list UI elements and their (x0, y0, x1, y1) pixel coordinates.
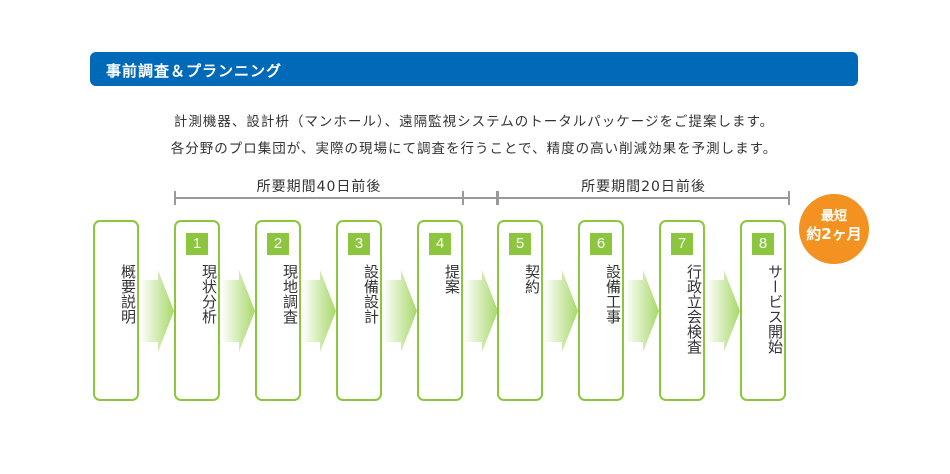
step-label: 契約 (523, 264, 541, 294)
step-label: 提案 (443, 264, 461, 294)
arrow-icon (625, 270, 659, 352)
badge-line-1: 最短 (820, 209, 847, 224)
step-number: 2 (267, 233, 289, 255)
arrow-icon (544, 270, 578, 352)
period-connector (462, 191, 498, 205)
step-label: 現地調査 (281, 264, 299, 324)
period-bracket-1 (174, 191, 464, 205)
step-box: 概要説明 (93, 220, 139, 401)
description-line-1: 計測機器、設計枡（マンホール）、遠隔監視システムのトータルパッケージをご提案しま… (173, 114, 775, 130)
step-box: 3 設備設計 (336, 220, 382, 401)
badge-line-2: 約2ヶ月 (806, 225, 862, 243)
step-label: サービス開始 (766, 264, 784, 354)
step-box: 4 提案 (417, 220, 463, 401)
period-label-1: 所要期間40日前後 (256, 179, 382, 195)
step-box: 5 契約 (497, 220, 543, 401)
step-number: 6 (590, 233, 612, 255)
step-number: 7 (671, 233, 693, 255)
step-number: 4 (429, 233, 451, 255)
step-number: 5 (509, 233, 531, 255)
arrow-icon (706, 270, 740, 352)
step-box: 7 行政立会検査 (659, 220, 705, 401)
duration-badge: 最短 約2ヶ月 (799, 194, 869, 264)
step-box: 8 サービス開始 (740, 220, 786, 401)
period-label-2: 所要期間20日前後 (581, 179, 706, 195)
step-label: 設備設計 (362, 264, 380, 324)
step-box: 1 現状分析 (174, 220, 220, 401)
period-bracket-2 (497, 191, 790, 205)
arrow-icon (221, 270, 255, 352)
step-box: 2 現地調査 (255, 220, 301, 401)
step-label: 現状分析 (200, 264, 218, 324)
arrow-icon (383, 270, 417, 352)
section-header: 事前調査＆プランニング (90, 52, 858, 86)
description-line-2: 各分野のプロ集団が、実際の現場にて調査を行うことで、精度の高い削減効果を予測しま… (170, 141, 778, 157)
step-label: 行政立会検査 (685, 264, 703, 354)
step-number: 8 (752, 233, 774, 255)
step-label: 概要説明 (119, 264, 137, 324)
step-number: 3 (348, 233, 370, 255)
arrow-icon (464, 270, 498, 352)
section-title: 事前調査＆プランニング (106, 62, 283, 80)
arrow-icon (140, 270, 174, 352)
step-box: 6 設備工事 (578, 220, 624, 401)
arrow-icon (302, 270, 336, 352)
step-label: 設備工事 (604, 264, 622, 324)
step-number: 1 (186, 233, 208, 255)
